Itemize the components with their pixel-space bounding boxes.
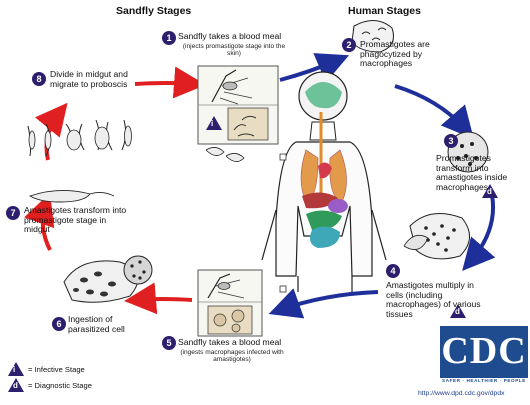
step6-label: Ingestion of parasitized cell xyxy=(68,315,152,334)
step4-label: Amastigotes multiply in cells (including… xyxy=(386,281,492,320)
cdc-logo-tagline: SAFER · HEALTHIER · PEOPLE xyxy=(440,378,528,383)
step5-sandfly-illustration xyxy=(198,270,262,336)
step6-parasitized-cells-illustration xyxy=(64,256,152,302)
step6-badge: 6 xyxy=(52,317,66,331)
step7-label: Amastigotes transform into promastigote … xyxy=(24,206,134,235)
step8-label: Divide in midgut and migrate to probosci… xyxy=(50,70,142,89)
step1-label: Sandfly takes a blood meal xyxy=(178,32,281,42)
arrow-step5-to-step6 xyxy=(136,299,192,300)
legend-infective-triangle xyxy=(8,362,24,376)
arrow-step3-to-step4 xyxy=(470,195,493,262)
arrow-step4-to-step5 xyxy=(280,292,378,310)
step1-sublabel: (injects promastigote stage into the ski… xyxy=(182,43,286,58)
arrow-step8-to-step1 xyxy=(135,83,194,84)
legend-diagnostic-label: = Diagnostic Stage xyxy=(28,382,92,391)
step5-label: Sandfly takes a blood meal xyxy=(178,338,281,348)
legend-infective-letter: i xyxy=(13,366,15,375)
legend-infective-label: = Infective Stage xyxy=(28,366,85,375)
step2-badge: 2 xyxy=(342,38,356,52)
human-body-illustration xyxy=(262,72,386,292)
step8-dividing-promastigotes-illustration xyxy=(28,120,132,156)
human-stages-header: Human Stages xyxy=(348,6,421,18)
arrow-step2-to-step3 xyxy=(395,86,466,130)
legend-diagnostic-letter: d xyxy=(13,382,18,391)
step4-infected-cells-illustration xyxy=(404,214,470,259)
step3-label: Promastigotes transform into amastigotes… xyxy=(436,154,528,193)
cdc-logo: CDC xyxy=(440,326,528,378)
step5-badge: 5 xyxy=(162,336,176,350)
step1-sandfly-illustration xyxy=(198,66,278,162)
step4-badge: 4 xyxy=(386,264,400,278)
step8-badge: 8 xyxy=(32,72,46,86)
step5-sublabel: (ingests macrophages infected with amast… xyxy=(178,349,286,364)
dpdx-url-link[interactable]: http://www.dpd.cdc.gov/dpdx xyxy=(418,390,505,397)
step3-badge: 3 xyxy=(444,134,458,148)
step7-badge: 7 xyxy=(6,206,20,220)
step1-infective-letter: i xyxy=(211,120,213,129)
sandfly-stages-header: Sandfly Stages xyxy=(116,6,191,18)
step2-label: Promastigotes are phagocytized by macrop… xyxy=(360,40,450,69)
step1-badge: 1 xyxy=(162,31,176,45)
step7-promastigote-illustration xyxy=(30,190,114,202)
